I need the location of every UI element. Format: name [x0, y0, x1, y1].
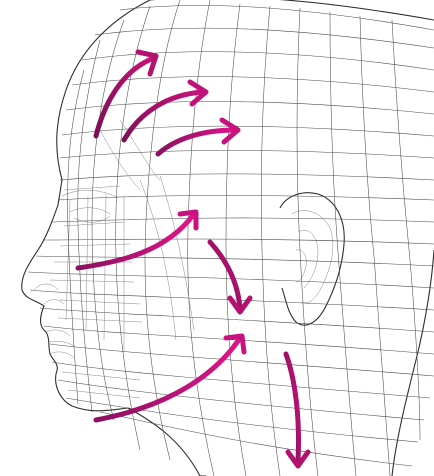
cheekbone-down-arrow — [210, 242, 240, 308]
forehead-middle-arrow — [124, 92, 204, 140]
mesh-contour-lines — [28, 5, 434, 466]
eye-contour — [62, 190, 118, 222]
neck-down-arrow — [286, 354, 299, 460]
ear-inner-ridge — [292, 210, 333, 302]
jaw-arrow — [96, 338, 240, 420]
massage-arrows — [78, 52, 308, 466]
forehead-upper-arrow — [96, 58, 154, 136]
neck-back-outline — [392, 250, 434, 476]
nostril-contour — [34, 284, 64, 304]
ear-outline — [280, 193, 344, 325]
mesh-meridian-lines — [68, 0, 420, 476]
head-mesh — [22, 0, 434, 476]
